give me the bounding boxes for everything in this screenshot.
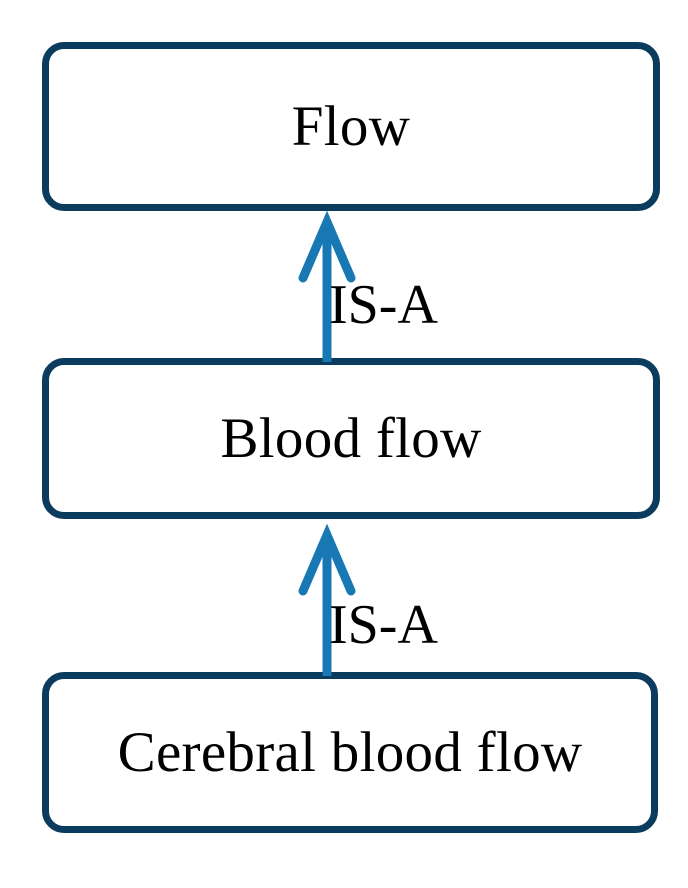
edge-arrowhead-1 [298, 210, 356, 283]
node-blood-flow[interactable]: Blood flow [42, 358, 660, 519]
edge-label-is-a-1: IS-A [329, 274, 438, 336]
node-blood-flow-label: Blood flow [220, 407, 482, 470]
node-flow-label: Flow [291, 95, 411, 158]
edge-label-is-a-2: IS-A [329, 594, 438, 656]
edge-arrowhead-2 [298, 523, 356, 596]
node-cerebral-blood-flow[interactable]: Cerebral blood flow [42, 672, 658, 833]
node-flow[interactable]: Flow [42, 42, 660, 211]
node-cerebral-blood-flow-label: Cerebral blood flow [117, 721, 583, 784]
